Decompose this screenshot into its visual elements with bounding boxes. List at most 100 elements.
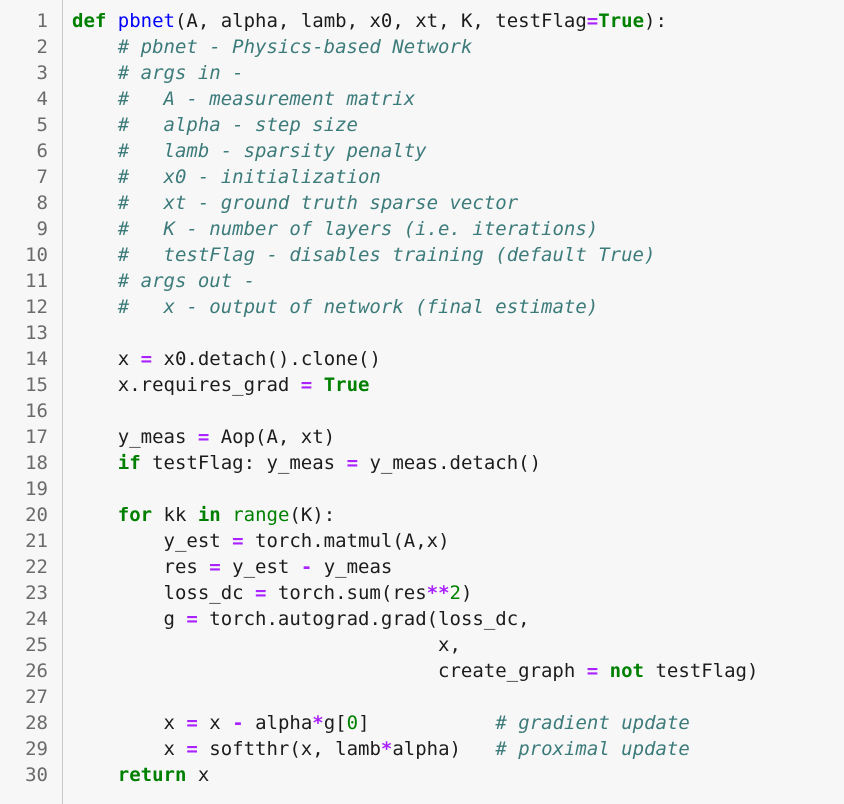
code-line[interactable]: 21 y_est = torch.matmul(A,x)	[0, 528, 844, 554]
code-line[interactable]: 17 y_meas = Aop(A, xt)	[0, 424, 844, 450]
code-line[interactable]: 14 x = x0.detach().clone()	[0, 346, 844, 372]
code-line[interactable]: 30 return x	[0, 762, 844, 788]
code-line[interactable]: 18 if testFlag: y_meas = y_meas.detach()	[0, 450, 844, 476]
line-number: 13	[25, 322, 48, 344]
code-line[interactable]: 6 # lamb - sparsity penalty	[0, 138, 844, 164]
line-number: 12	[25, 296, 48, 318]
code-line[interactable]: 12 # x - output of network (final estima…	[0, 294, 844, 320]
line-number: 14	[25, 348, 48, 370]
token-op: =	[186, 738, 198, 760]
code-text: loss_dc = torch.sum(res**2)	[72, 580, 473, 606]
code-line[interactable]: 22 res = y_est - y_meas	[0, 554, 844, 580]
token-number: 0	[346, 712, 359, 734]
code-text: res = y_est - y_meas	[72, 554, 393, 580]
token-space	[72, 140, 118, 162]
token-name: (K):	[289, 504, 336, 526]
token-space	[72, 556, 164, 578]
token-op: -	[300, 556, 313, 578]
token-space	[106, 10, 117, 32]
line-number: 5	[36, 114, 48, 136]
code-line[interactable]: 9 # K - number of layers (i.e. iteration…	[0, 216, 844, 242]
code-line[interactable]: 2 # pbnet - Physics-based Network	[0, 34, 844, 60]
code-text: # xt - ground truth sparse vector	[72, 190, 518, 216]
code-line[interactable]: 20 for kk in range(K):	[0, 502, 844, 528]
token-op: *	[312, 712, 324, 734]
code-line[interactable]: 26 create_graph = not testFlag)	[0, 658, 844, 684]
line-number: 28	[25, 712, 48, 734]
code-line[interactable]: 11 # args out -	[0, 268, 844, 294]
token-comment: # K - number of layers (i.e. iterations)	[117, 218, 599, 240]
token-comment: # A - measurement matrix	[117, 88, 416, 110]
code-line[interactable]: 19	[0, 476, 844, 502]
code-text: x,	[72, 632, 461, 658]
token-name: testFlag: y_meas	[140, 452, 347, 474]
token-space	[72, 764, 118, 786]
token-space	[598, 660, 609, 682]
token-name: alpha)	[392, 738, 461, 760]
token-space	[221, 504, 232, 526]
token-comment: # testFlag - disables training (default …	[117, 244, 656, 266]
code-line[interactable]: 4 # A - measurement matrix	[0, 86, 844, 112]
token-space	[370, 712, 496, 734]
token-op: *	[380, 738, 393, 760]
code-line[interactable]: 8 # xt - ground truth sparse vector	[0, 190, 844, 216]
line-number: 8	[36, 192, 48, 214]
token-op: =	[140, 348, 153, 370]
code-text: # x0 - initialization	[72, 164, 381, 190]
line-number: 27	[25, 686, 48, 708]
token-space	[72, 62, 118, 84]
code-line[interactable]: 13	[0, 320, 844, 346]
code-line[interactable]: 27	[0, 684, 844, 710]
token-op: =	[255, 582, 267, 604]
code-line[interactable]: 15 x.requires_grad = True	[0, 372, 844, 398]
code-line[interactable]: 1 def pbnet(A, alpha, lamb, x0, xt, K, te…	[0, 8, 844, 34]
line-number: 17	[25, 426, 48, 448]
code-text: # x - output of network (final estimate)	[72, 294, 598, 320]
token-keyword: def	[72, 10, 107, 32]
token-keyword: for	[117, 504, 153, 526]
token-comment: # x0 - initialization	[117, 166, 381, 188]
line-number: 1	[36, 10, 48, 32]
token-space	[72, 244, 118, 266]
code-line[interactable]: 5 # alpha - step size	[0, 112, 844, 138]
token-name: x	[163, 712, 187, 734]
line-number: 3	[36, 62, 48, 84]
token-space	[72, 738, 164, 760]
token-name: y_meas	[312, 556, 393, 578]
code-line[interactable]: 3 # args in -	[0, 60, 844, 86]
token-name: x	[163, 738, 187, 760]
code-text: x = softthr(x, lamb*alpha) # proximal up…	[72, 736, 690, 762]
token-space	[72, 608, 164, 630]
token-name: loss_dc	[163, 582, 256, 604]
token-keyword: return	[117, 764, 187, 786]
code-line[interactable]: 25 x,	[0, 632, 844, 658]
token-builtin: range	[232, 504, 290, 526]
code-text: # lamb - sparsity penalty	[72, 138, 427, 164]
token-space	[72, 634, 438, 656]
token-space	[72, 530, 164, 552]
code-line[interactable]: 10 # testFlag - disables training (defau…	[0, 242, 844, 268]
code-area[interactable]: 1 def pbnet(A, alpha, lamb, x0, xt, K, te…	[0, 8, 844, 788]
code-text: g = torch.autograd.grad(loss_dc,	[72, 606, 530, 632]
code-line[interactable]: 7 # x0 - initialization	[0, 164, 844, 190]
token-space	[72, 660, 438, 682]
line-number: 30	[25, 764, 48, 786]
code-text: # K - number of layers (i.e. iterations)	[72, 216, 598, 242]
code-line[interactable]: 29 x = softthr(x, lamb*alpha) # proximal…	[0, 736, 844, 762]
code-text: def pbnet(A, alpha, lamb, x0, xt, K, tes…	[72, 8, 667, 34]
code-line[interactable]: 23 loss_dc = torch.sum(res**2)	[0, 580, 844, 606]
code-line[interactable]: 24 g = torch.autograd.grad(loss_dc,	[0, 606, 844, 632]
token-space	[72, 374, 118, 396]
code-text: y_est = torch.matmul(A,x)	[72, 528, 450, 554]
code-line[interactable]: 16	[0, 398, 844, 424]
token-keyword: not	[609, 660, 644, 682]
code-text: create_graph = not testFlag)	[72, 658, 758, 684]
line-number: 25	[25, 634, 48, 656]
line-number: 4	[36, 88, 48, 110]
token-comment: # pbnet - Physics-based Network	[117, 36, 473, 58]
code-line[interactable]: 28 x = x - alpha*g[0] # gradient update	[0, 710, 844, 736]
token-keyword: True	[323, 374, 370, 396]
token-space	[72, 36, 118, 58]
token-func: pbnet	[117, 10, 175, 32]
